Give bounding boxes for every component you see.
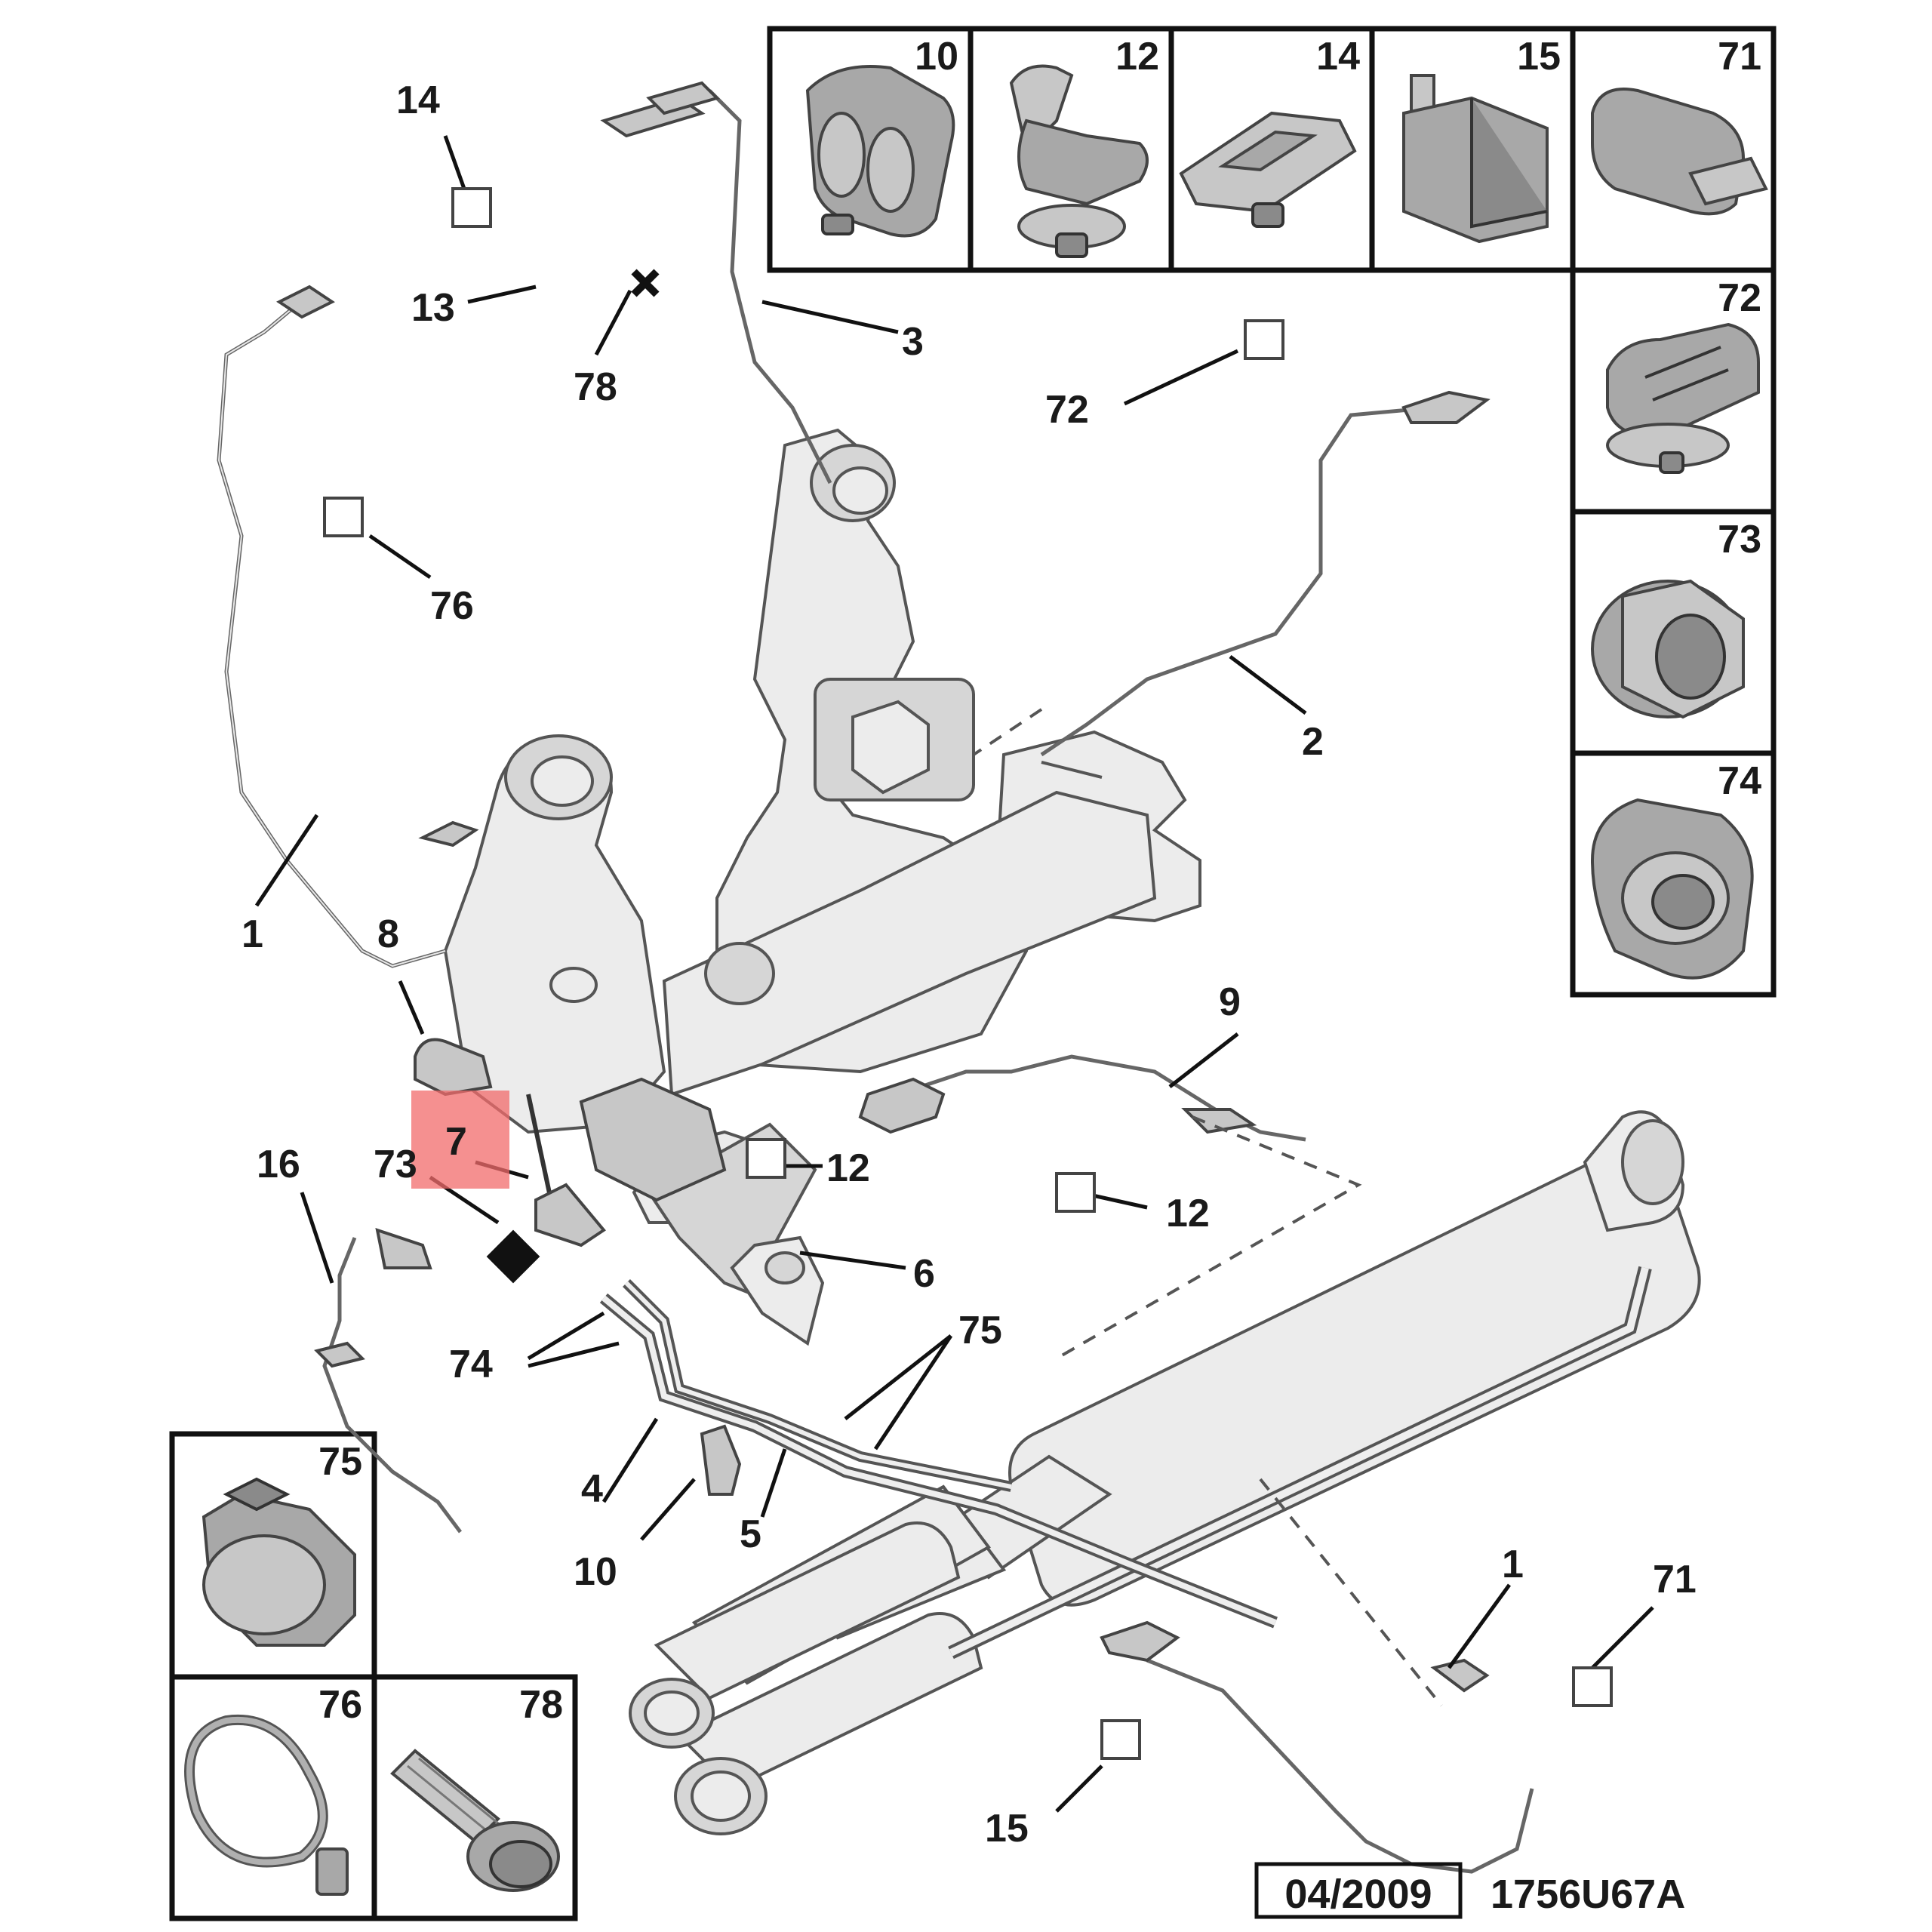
- detail-box-73: 73: [1591, 518, 1761, 719]
- rear-muffler-assembly: [629, 1110, 1701, 1835]
- sensor-1-upper: [217, 285, 479, 968]
- callout-71: 71: [1653, 1558, 1697, 1601]
- callout-6: 6: [913, 1252, 935, 1296]
- callout-13: 13: [411, 286, 455, 330]
- detail-box-14: 14: [1179, 35, 1360, 228]
- callout-8: 8: [377, 912, 399, 956]
- sensor-bracket-7-8: [414, 1038, 727, 1247]
- detail-box-74: 74: [1590, 759, 1761, 980]
- callout-72: 72: [1045, 388, 1089, 432]
- nut-73-icon: [1591, 579, 1745, 719]
- dashed-guides: [972, 708, 1443, 1707]
- detail-box-grid-top: [767, 26, 1777, 998]
- box-number: 15: [1517, 35, 1561, 78]
- callout-16: 16: [257, 1143, 300, 1186]
- callout-12a: 12: [826, 1146, 870, 1190]
- sensor-1-lower: [1100, 1620, 1534, 1874]
- box-number: 71: [1718, 35, 1761, 78]
- box-number: 72: [1718, 276, 1761, 320]
- clip-10-icon: [805, 65, 955, 238]
- callout-73: 73: [374, 1143, 417, 1186]
- callout-7: 7: [445, 1120, 467, 1164]
- pressure-pipes-4-5: [599, 1279, 1278, 1629]
- callout-1: 1: [242, 912, 263, 956]
- callout-5: 5: [740, 1512, 761, 1556]
- bolt-78-icon: [390, 1749, 560, 1892]
- detail-box-78: 78: [390, 1683, 563, 1892]
- footer: 04/2009 1756U67A: [1254, 1862, 1685, 1919]
- callout-10: 10: [574, 1550, 617, 1594]
- callout-78: 78: [574, 365, 617, 409]
- clamp-ring-75-icon: [202, 1477, 356, 1647]
- footer-date: 04/2009: [1284, 1872, 1432, 1917]
- callout-9: 9: [1219, 980, 1241, 1024]
- detail-box-76: 76: [184, 1683, 362, 1896]
- box-number: 78: [519, 1683, 563, 1727]
- callout-76: 76: [430, 584, 474, 628]
- clip-15-icon: [1402, 74, 1549, 244]
- box-number: 76: [318, 1683, 362, 1727]
- callout-labels: 1 1 2 3 4 5 6 7 8 9 10 12 12 13 14 15 16…: [242, 78, 1697, 1850]
- box-number: 14: [1316, 35, 1360, 78]
- box-number: 75: [318, 1440, 362, 1484]
- detail-box-72: 72: [1606, 276, 1761, 474]
- box-number: 10: [915, 35, 958, 78]
- box-number: 74: [1718, 759, 1761, 803]
- box-number: 73: [1718, 518, 1761, 561]
- sensor-9: [858, 1054, 1306, 1142]
- callout-15: 15: [985, 1807, 1029, 1850]
- front-catalyst-pipe: [443, 734, 1157, 1134]
- footer-code: 1756U67A: [1491, 1872, 1685, 1917]
- callout-14: 14: [396, 78, 440, 122]
- clip-14-icon: [1179, 111, 1357, 228]
- callout-74: 74: [449, 1343, 493, 1386]
- box-number: 12: [1115, 35, 1159, 78]
- sensor-3: [600, 81, 832, 485]
- callout-4: 4: [581, 1467, 603, 1511]
- detail-box-15: 15: [1402, 35, 1561, 244]
- highlight-box-7: [411, 1091, 509, 1189]
- clamp-74-icon: [1590, 798, 1754, 980]
- callout-2: 2: [1302, 720, 1324, 764]
- detail-box-71: 71: [1591, 35, 1768, 216]
- cable-tie-76-icon: [184, 1714, 349, 1896]
- callout-75: 75: [958, 1309, 1002, 1352]
- clip-71-icon: [1591, 88, 1768, 216]
- detail-box-10: 10: [805, 35, 958, 238]
- square-markers: [323, 187, 1613, 1760]
- callout-12b: 12: [1166, 1192, 1210, 1235]
- detail-box-12: 12: [1009, 35, 1159, 258]
- detail-box-75: 75: [202, 1440, 362, 1647]
- clip-12-icon: [1009, 64, 1149, 258]
- detail-box-grid-bottom: [169, 1431, 578, 1921]
- callout-3: 3: [902, 320, 924, 364]
- clip-72-icon: [1606, 322, 1760, 474]
- sensor-16: [314, 1228, 462, 1534]
- callout-1-lower: 1: [1502, 1543, 1524, 1586]
- sensor-2: [1040, 390, 1491, 757]
